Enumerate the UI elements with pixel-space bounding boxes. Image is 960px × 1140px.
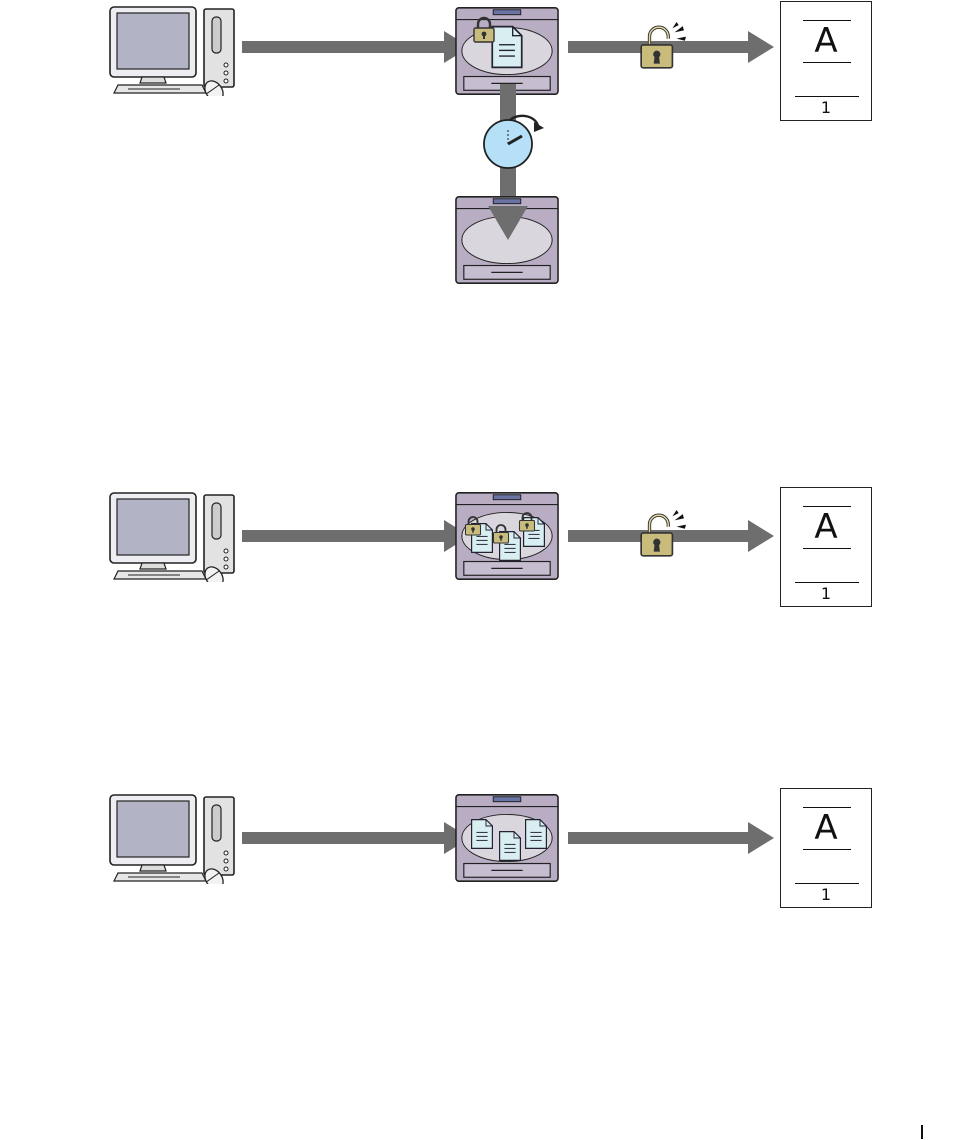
output-page: A 1: [780, 487, 872, 607]
page-letter: A: [781, 811, 871, 845]
page-rule: [795, 96, 859, 97]
arrow-to-printer: [242, 31, 470, 63]
page-number: 1: [781, 887, 871, 903]
page-rule: [803, 849, 851, 850]
diagram-multiple-secure-jobs: A 1: [0, 480, 960, 610]
page-rule: [803, 548, 851, 549]
arrow-to-printer: [242, 520, 470, 552]
page-number: 1: [781, 586, 871, 602]
page-rule: [803, 62, 851, 63]
page-rule: [795, 883, 859, 884]
computer-icon: [110, 493, 234, 591]
output-page: A 1: [780, 788, 872, 908]
page-rule: [795, 582, 859, 583]
document-icon: [500, 832, 521, 861]
footer-rule: [921, 1125, 923, 1139]
clock-icon: [484, 116, 544, 168]
page-letter: A: [781, 24, 871, 58]
diagram-secure-print-with-expiry: A 1: [0, 0, 960, 300]
page-letter: A: [781, 510, 871, 544]
output-page: A 1: [780, 1, 872, 121]
document-icon: [492, 27, 521, 68]
page-number: 1: [781, 100, 871, 116]
arrow-to-output: [568, 822, 774, 854]
diagram-regular-print: A 1: [0, 780, 960, 910]
document-icon: [526, 820, 547, 849]
computer-icon: [110, 7, 234, 105]
document-icon: [472, 820, 493, 849]
arrow-to-printer: [242, 822, 470, 854]
computer-icon: [110, 795, 234, 893]
